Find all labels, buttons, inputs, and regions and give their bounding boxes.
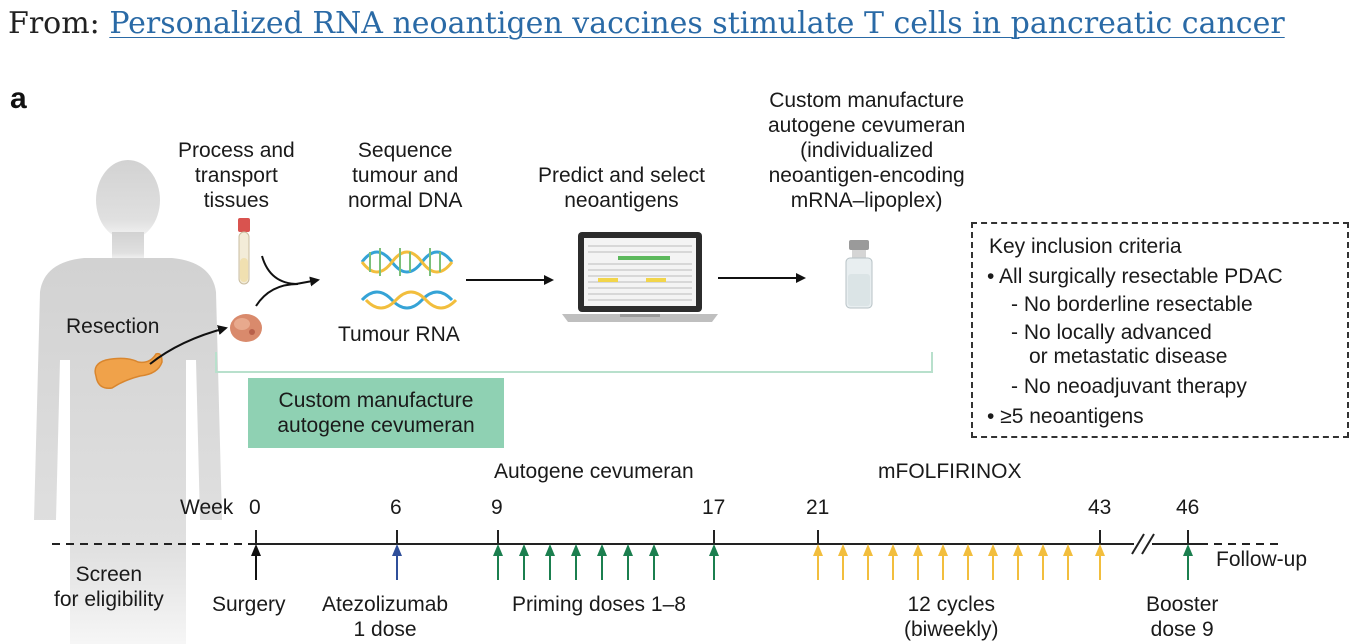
priming-dose-arrow <box>571 544 581 580</box>
chemo-cycle-arrow <box>838 544 848 580</box>
chemo-cycle-arrow <box>1038 544 1048 580</box>
week-label: 43 <box>1088 496 1112 519</box>
atezolizumab-label: Atezolizumab 1 dose <box>322 593 449 641</box>
resection-arrow <box>149 325 228 365</box>
chemo-cycle-arrow <box>1013 544 1023 580</box>
chemo-cycle-arrow <box>1063 544 1073 580</box>
chemo-cycle-arrow <box>988 544 998 580</box>
drug-autogene-label: Autogene cevumeran <box>494 460 694 483</box>
week-label: 17 <box>702 496 726 519</box>
week-label: 9 <box>491 496 503 519</box>
week-ticks <box>255 530 1189 544</box>
laptop-icon <box>562 232 718 322</box>
week-label: 6 <box>390 496 402 519</box>
priming-dose-arrow <box>649 544 659 580</box>
dna-helix-icon <box>360 248 454 276</box>
criteria-subitem-cont: or metastatic disease <box>1029 345 1228 368</box>
priming-dose-arrow <box>519 544 529 580</box>
inclusion-criteria-box: Key inclusion criteria • All surgically … <box>971 222 1349 438</box>
drug-mfolfirinox-label: mFOLFIRINOX <box>878 460 1022 483</box>
from-prefix: From: <box>8 6 100 41</box>
criteria-item: • ≥5 neoantigens <box>987 405 1144 428</box>
criteria-item: • All surgically resectable PDAC <box>987 265 1283 288</box>
chemo-cycle-arrow <box>1095 544 1105 580</box>
week-label: 46 <box>1176 496 1200 519</box>
merge-arrow-bottom <box>255 283 299 307</box>
atezolizumab-arrow <box>392 544 402 580</box>
timeline-break-marks <box>1131 533 1155 555</box>
chemo-cycle-arrow <box>813 544 823 580</box>
priming-dose-arrow <box>545 544 555 580</box>
step-manufacture-label: Custom manufacture autogene cevumeran (i… <box>768 89 966 212</box>
priming-dose-arrow <box>493 544 503 580</box>
step-process-label: Process and transport tissues <box>178 139 295 212</box>
pancreas-icon <box>94 352 163 389</box>
chemo-cycle-arrow <box>888 544 898 580</box>
booster-label: Booster dose 9 <box>1146 593 1219 641</box>
chemo-cycle-arrow <box>913 544 923 580</box>
resection-label: Resection <box>66 315 160 338</box>
priming-dose-arrow <box>709 544 719 580</box>
tissue-sample-icon <box>230 314 262 342</box>
step-predict-label: Predict and select neoantigens <box>538 164 705 212</box>
tumour-rna-label: Tumour RNA <box>338 323 460 346</box>
manufacture-bracket <box>215 352 933 373</box>
step-sequence-label: Sequence tumour and normal DNA <box>348 139 463 212</box>
week-label: 21 <box>806 496 830 519</box>
vaccine-vial-icon <box>845 240 873 309</box>
criteria-subitem: - No locally advanced <box>1011 321 1212 344</box>
follow-up-label: Follow-up <box>1216 548 1308 571</box>
booster-dose-arrow <box>1183 544 1193 580</box>
manufacture-box: Custom manufacture autogene cevumeran <box>248 378 504 448</box>
chemo-cycle-arrow <box>963 544 973 580</box>
criteria-subitem: - No neoadjuvant therapy <box>1011 375 1247 398</box>
criteria-subitem: - No borderline resectable <box>1011 293 1253 316</box>
chemo-cycle-arrow <box>938 544 948 580</box>
panel-letter: a <box>10 82 27 115</box>
merge-arrow-head <box>295 276 320 287</box>
screen-label: Screen for eligibility <box>54 563 164 611</box>
criteria-title: Key inclusion criteria <box>989 235 1182 258</box>
cycles-label: 12 cycles (biweekly) <box>904 593 999 641</box>
merge-arrow-top <box>261 255 299 285</box>
surgery-label: Surgery <box>212 593 286 616</box>
surgery-arrow <box>251 544 261 580</box>
priming-doses-label: Priming doses 1–8 <box>512 593 686 616</box>
priming-dose-arrow <box>623 544 633 580</box>
human-silhouette-icon <box>34 160 222 644</box>
blood-tube-icon <box>238 218 250 285</box>
week-prefix-label: Week <box>180 496 234 519</box>
figure-source-line: From: Personalized RNA neoantigen vaccin… <box>8 6 1285 41</box>
rna-strand-icon <box>360 290 458 310</box>
event-arrows <box>251 544 1193 580</box>
priming-dose-arrow <box>597 544 607 580</box>
article-title-link[interactable]: Personalized RNA neoantigen vaccines sti… <box>109 6 1285 41</box>
chemo-cycle-arrow <box>863 544 873 580</box>
week-label: 0 <box>249 496 261 519</box>
